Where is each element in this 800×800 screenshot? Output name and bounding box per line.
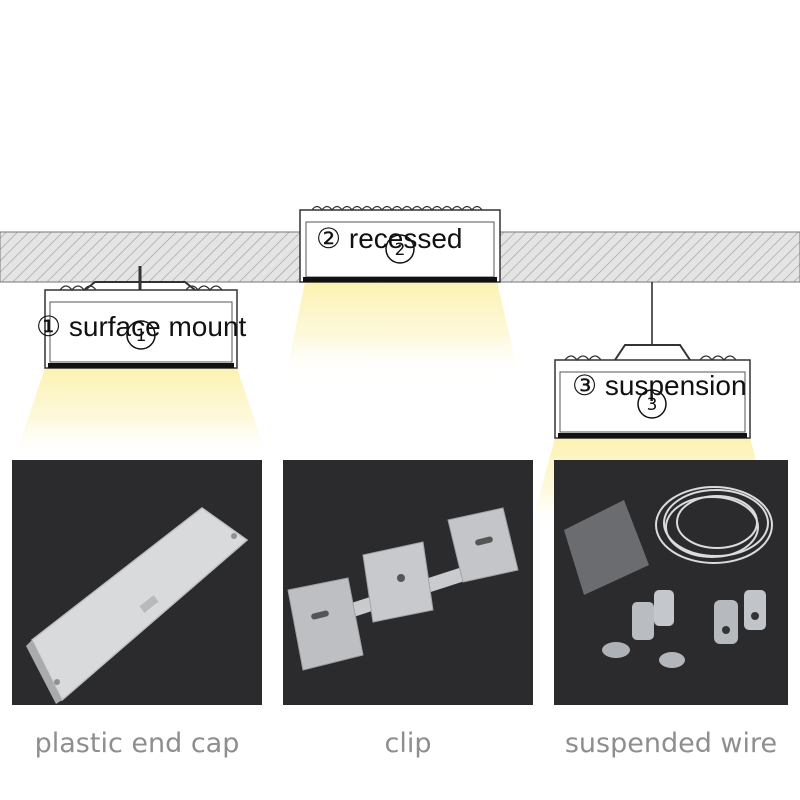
wire-fittings [602, 590, 766, 668]
suspended-wire-label: suspended wire [564, 728, 778, 759]
profile-recessed: 2 [299, 205, 501, 283]
profile-surface-mount: 1 [44, 266, 238, 369]
recessed-label: ② recessed [316, 223, 463, 254]
light-beam-2 [285, 282, 520, 380]
profile-2-number: 2 [395, 240, 406, 260]
suspended-wire-photo [554, 460, 788, 705]
ceiling-slab [0, 231, 800, 283]
wire-coil [655, 486, 773, 564]
end-cap-photo [12, 460, 262, 705]
surface-mount-label: ① surface mount [36, 311, 247, 342]
profile-3-number: 3 [647, 395, 658, 415]
profile-1-number: 1 [136, 326, 147, 346]
end-cap-label: plastic end cap [34, 728, 240, 759]
mounting-clip [287, 507, 519, 671]
suspension-label: ③ suspension [572, 370, 747, 401]
clip-label: clip [384, 728, 432, 759]
clip-photo [283, 460, 533, 705]
light-beam-1 [14, 368, 268, 460]
end-cap-plate [31, 507, 249, 702]
profile-suspension: 3 [554, 282, 751, 439]
